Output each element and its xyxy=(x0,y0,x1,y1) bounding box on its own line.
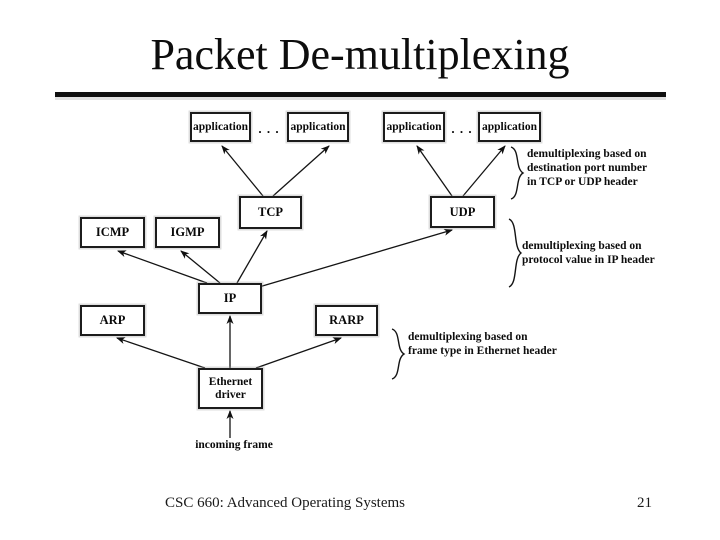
arrow-ip-to-igmp xyxy=(180,250,221,284)
annotation-protocol-demux-line2: protocol value in IP header xyxy=(522,253,655,266)
box-application-1: application xyxy=(190,112,251,142)
brace-port-demux xyxy=(510,146,525,200)
brace-protocol-demux xyxy=(508,218,523,288)
arrow-eth-to-rarp xyxy=(255,337,342,369)
box-rarp-label: RARP xyxy=(329,313,364,328)
box-icmp: ICMP xyxy=(80,217,145,248)
arrow-ip-to-icmp xyxy=(117,250,208,284)
box-arp-label: ARP xyxy=(99,313,126,328)
annotation-frame-demux-line2: frame type in Ethernet header xyxy=(408,344,557,357)
box-icmp-label: ICMP xyxy=(95,225,130,240)
annotation-protocol-demux: demultiplexing based on protocol value i… xyxy=(522,240,655,268)
box-igmp: IGMP xyxy=(155,217,220,248)
annotation-port-demux: demultiplexing based on destination port… xyxy=(527,148,647,189)
box-application-2-label: application xyxy=(290,120,346,133)
slide-title: Packet De-multiplexing xyxy=(150,30,570,79)
box-application-3: application xyxy=(383,112,445,142)
annotation-port-demux-line1: demultiplexing based on xyxy=(527,148,647,160)
dots-separator-1: . . . xyxy=(258,121,280,136)
box-ethernet-driver-label-line2: driver xyxy=(215,388,246,401)
annotation-protocol-demux-line1: demultiplexing based on xyxy=(522,240,642,252)
arrow-tcp-to-application-2 xyxy=(272,145,330,197)
arrow-ip-to-tcp xyxy=(236,230,268,284)
box-ip: IP xyxy=(198,283,262,314)
arrow-tcp-to-application-1 xyxy=(221,145,264,197)
box-application-3-label: application xyxy=(386,120,442,133)
arrow-udp-to-application-4 xyxy=(462,145,506,197)
box-ip-label: IP xyxy=(223,291,237,306)
box-application-1-label: application xyxy=(193,120,248,133)
annotation-port-demux-line2: destination port number xyxy=(527,161,648,174)
box-rarp: RARP xyxy=(315,305,378,336)
box-ethernet-driver-label-line1: Ethernet xyxy=(208,376,253,388)
box-udp: UDP xyxy=(430,196,495,228)
dots-separator-2: . . . xyxy=(451,121,473,136)
brace-frame-demux xyxy=(391,328,406,380)
annotation-frame-demux: demultiplexing based on frame type in Et… xyxy=(408,331,557,359)
box-ethernet-driver: Ethernet driver xyxy=(198,368,263,409)
incoming-frame-label: incoming frame xyxy=(195,439,273,451)
footer-course: CSC 660: Advanced Operating Systems xyxy=(165,495,405,511)
box-application-4: application xyxy=(478,112,541,142)
box-arp: ARP xyxy=(80,305,145,336)
box-tcp-label: TCP xyxy=(258,205,283,220)
box-udp-label: UDP xyxy=(449,204,476,219)
arrow-ip-to-udp xyxy=(258,228,453,288)
page-number: 21 xyxy=(637,495,652,511)
title-rule xyxy=(55,92,666,97)
box-application-2: application xyxy=(287,112,349,142)
box-application-4-label: application xyxy=(482,120,537,133)
annotation-port-demux-line3: in TCP or UDP header xyxy=(527,175,638,188)
box-tcp: TCP xyxy=(239,196,302,229)
box-igmp-label: IGMP xyxy=(170,225,205,240)
arrow-udp-to-application-3 xyxy=(416,145,453,197)
arrow-eth-to-arp xyxy=(116,337,206,369)
annotation-frame-demux-line1: demultiplexing based on xyxy=(408,331,528,343)
